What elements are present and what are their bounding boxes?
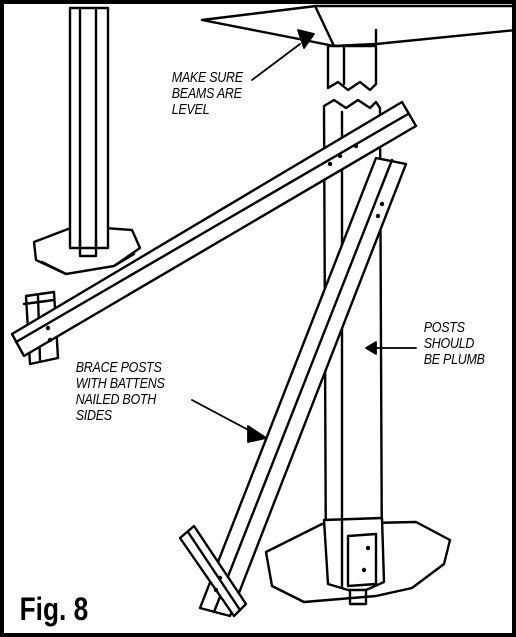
diagonal-brace xyxy=(198,156,408,618)
figure-label: Fig. 8 xyxy=(18,591,94,627)
beams-level-note-line-2: BEAMS ARE xyxy=(171,86,242,102)
brace-posts-note-line-2: WITH BATTENS xyxy=(75,376,165,392)
posts-plumb-note-line-2: SHOULD xyxy=(423,336,475,352)
rear-post xyxy=(32,6,142,276)
horizontal-brace xyxy=(10,100,418,358)
beams-level-note-line-3: LEVEL xyxy=(171,102,210,118)
posts-plumb-note-line-3: BE PLUMB xyxy=(423,352,485,368)
beams-level-note: MAKE SURE BEAMS ARE LEVEL xyxy=(170,70,245,118)
posts-plumb-note: POSTS SHOULD BE PLUMB xyxy=(422,320,487,368)
posts-plumb-note-line-1: POSTS xyxy=(423,320,465,336)
beam xyxy=(200,4,512,48)
beams-level-note-line-1: MAKE SURE xyxy=(171,70,243,86)
brace-posts-note-line-3: NAILED BOTH xyxy=(75,392,157,408)
brace-posts-note-line-4: SIDES xyxy=(75,408,112,424)
main-post-base xyxy=(322,516,386,606)
upper-post-segment xyxy=(326,44,378,92)
brace-posts-note: BRACE POSTS WITH BATTENS NAILED BOTH SID… xyxy=(74,360,167,424)
brace-posts-note-line-1: BRACE POSTS xyxy=(75,360,162,376)
post-bracing-illustration xyxy=(10,4,512,618)
